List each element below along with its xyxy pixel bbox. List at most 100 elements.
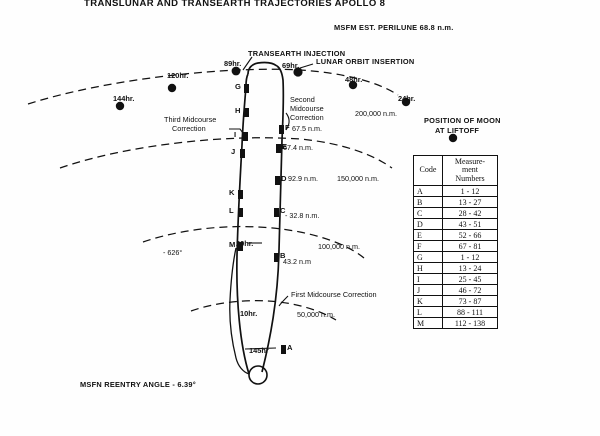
trajectory-code-m: M <box>229 240 236 249</box>
table-cell-numbers: 28 - 42 <box>442 207 498 220</box>
table-cell-code: F <box>413 240 443 253</box>
table-cell-numbers: 13 - 24 <box>442 262 498 275</box>
point-value-label: - 32.8 n.m. <box>285 211 320 220</box>
trajectory-marker-k <box>238 190 243 199</box>
point-value-label: 67.4 n.m. <box>283 143 313 152</box>
table-header-measurement-line3: Numbers <box>455 173 485 183</box>
time-marker-label: 24hr. <box>398 94 416 103</box>
point-value-label: 67.5 n.m. <box>292 124 322 133</box>
moon-dot-120hr <box>167 83 177 93</box>
third-midcourse-line1: Third Midcourse <box>164 115 217 124</box>
trajectory-marker-j <box>240 149 245 158</box>
table-cell-numbers: 46 - 72 <box>442 284 498 297</box>
trajectory-code-h: H <box>235 106 241 115</box>
table-cell-code: I <box>413 273 443 286</box>
table-cell-code: L <box>413 306 443 319</box>
leader-transearth-injection <box>242 56 253 71</box>
trajectory-marker-e <box>276 144 281 153</box>
time-marker-label: 144hr. <box>113 94 135 103</box>
point-value-label: 43.2 n.m <box>283 257 311 266</box>
moon-liftoff-line1: POSITION OF MOON <box>424 116 501 125</box>
lunar-orbit-loop <box>247 61 278 75</box>
trajectory-marker-h <box>244 108 249 117</box>
trajectory-code-d: D <box>281 174 287 183</box>
table-cell-numbers: 1 - 12 <box>442 185 498 198</box>
leader-first-midcourse <box>278 295 289 307</box>
trajectory-code-c: C <box>280 206 286 215</box>
table-header-measurement-line2: ment <box>462 165 478 175</box>
table-cell-code: J <box>413 284 443 297</box>
time-marker-label: 48hr. <box>345 75 363 84</box>
earth-return-loop <box>229 247 250 375</box>
distance-arc-150000 <box>59 137 393 169</box>
trajectory-code-g: G <box>235 82 241 91</box>
time-marker-label: 69hr. <box>282 61 300 70</box>
table-cell-code: G <box>413 251 443 264</box>
time-marker-label: 20hr. <box>236 239 254 248</box>
transearth-injection-label: TRANSEARTH INJECTION <box>248 49 346 58</box>
table-header-measurement-line1: Measure- <box>454 157 486 166</box>
page-title: TRANSLUNAR AND TRANSEARTH TRAJECTORIES A… <box>84 0 386 9</box>
trajectory-marker-g <box>244 84 249 93</box>
trajectory-code-i: I <box>234 130 237 139</box>
table-cell-numbers: 43 - 51 <box>442 218 498 231</box>
translunar-trajectory <box>261 65 285 373</box>
leader-lunar-orbit-insertion <box>299 63 314 69</box>
distance-label: 150,000 n.m. <box>337 174 379 183</box>
table-cell-code: K <box>413 295 443 308</box>
table-cell-numbers: 67 - 81 <box>442 240 498 253</box>
distance-label: 50,000 n.m. <box>297 310 335 319</box>
second-midcourse-line3: Correction <box>290 113 324 122</box>
leader-second-midcourse <box>285 112 290 131</box>
table-cell-code: B <box>413 196 443 209</box>
distance-arc-200000 <box>27 68 399 105</box>
table-cell-code: C <box>413 207 443 220</box>
time-marker-label: 10hr. <box>240 309 258 318</box>
table-cell-code: M <box>413 317 443 330</box>
trajectory-marker-i <box>243 132 248 141</box>
table-cell-numbers: 13 - 27 <box>442 196 498 209</box>
moon-dot-144hr <box>115 101 125 111</box>
table-cell-code: A <box>413 185 443 198</box>
earth-symbol <box>248 365 268 385</box>
trajectory-marker-d <box>275 176 280 185</box>
moon-dot-69hr <box>293 67 303 77</box>
trajectory-code-f: F <box>285 123 290 132</box>
second-midcourse-line2: Midcourse <box>290 104 324 113</box>
moon-dot-48hr <box>348 80 358 90</box>
trajectory-marker-f <box>279 125 284 134</box>
table-cell-code: D <box>413 218 443 231</box>
lunar-orbit-insertion-label: LUNAR ORBIT INSERTION <box>316 57 415 66</box>
trajectory-marker-b <box>274 253 279 262</box>
moon-liftoff-line2: AT LIFTOFF <box>435 126 480 135</box>
table-header-measurement: Measure- ment Numbers <box>442 154 498 187</box>
table-cell-numbers: 25 - 45 <box>442 273 498 286</box>
second-midcourse-line1: Second <box>290 95 315 104</box>
trajectory-marker-m <box>238 242 243 251</box>
trajectory-code-a: A <box>287 343 293 352</box>
trajectory-code-e: E <box>282 142 288 151</box>
table-header-row: Code Measure- ment Numbers <box>413 154 498 187</box>
moon-dot-liftoff <box>448 133 458 143</box>
distance-label: 200,000 n.m. <box>355 109 397 118</box>
point-value-label: 92.9 n.m. <box>288 174 318 183</box>
table-cell-numbers: 73 - 87 <box>442 295 498 308</box>
table-cell-code: H <box>413 262 443 275</box>
trajectory-code-l: L <box>229 206 234 215</box>
